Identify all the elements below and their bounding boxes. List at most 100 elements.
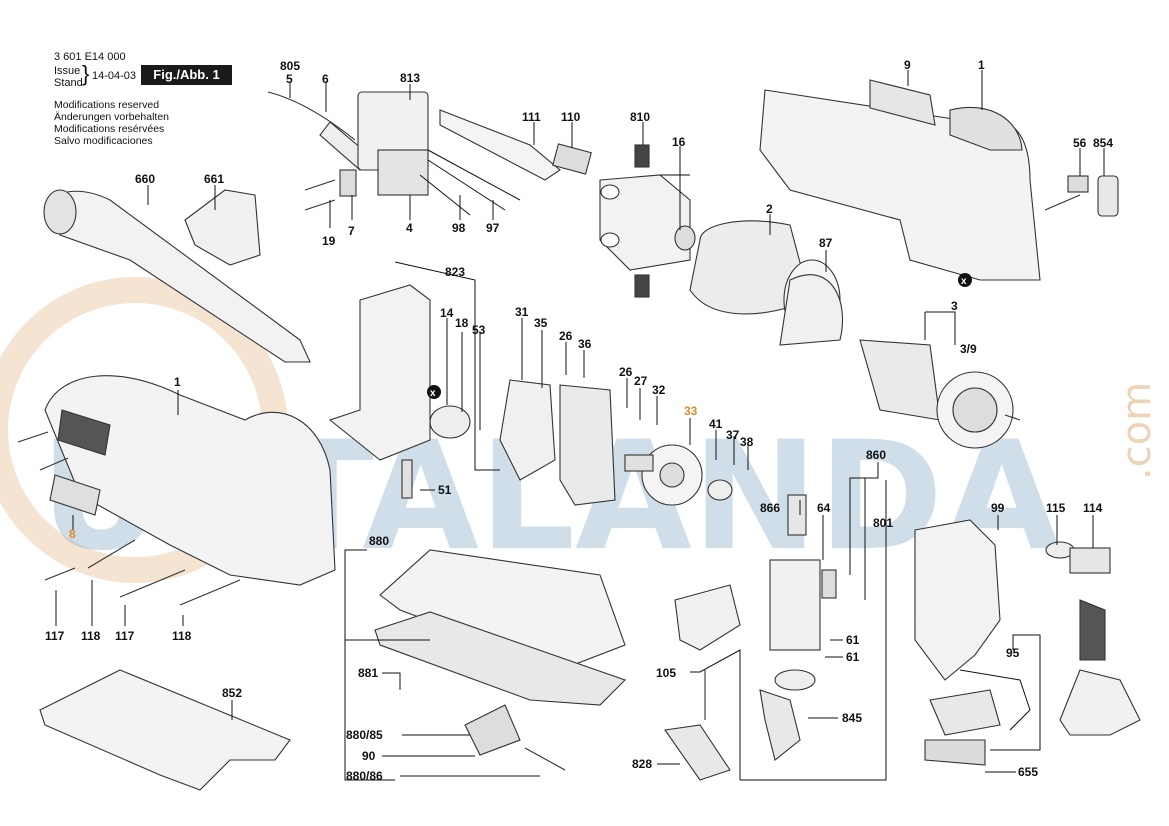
callout-110: 110 bbox=[561, 110, 581, 124]
callout-801: 801 bbox=[873, 516, 893, 530]
part-stator-2 bbox=[689, 220, 844, 346]
callout-32: 32 bbox=[652, 383, 666, 397]
callout-880-85: 880/85 bbox=[346, 728, 383, 742]
callout-854: 854 bbox=[1093, 136, 1113, 150]
callout-810: 810 bbox=[630, 110, 650, 124]
callout-38: 38 bbox=[740, 435, 754, 449]
callout-7: 7 bbox=[348, 224, 355, 238]
callout-655: 655 bbox=[1018, 765, 1038, 779]
callout-41: 41 bbox=[709, 417, 723, 431]
marker-x-2: x bbox=[961, 276, 967, 287]
callout-880-86: 880/86 bbox=[346, 769, 383, 783]
callout-27: 27 bbox=[634, 374, 648, 388]
callout-5: 5 bbox=[286, 72, 293, 86]
callout-1-left: 1 bbox=[174, 375, 181, 389]
callout-18: 18 bbox=[455, 316, 469, 330]
callout-852: 852 bbox=[222, 686, 242, 700]
callout-61a: 61 bbox=[846, 633, 860, 647]
part-660-extraction-tube bbox=[43, 189, 311, 363]
doc-number: 3 601 E14 000 bbox=[54, 51, 126, 63]
callout-labels: 805 5 6 813 9 1 111 110 810 16 56 854 66… bbox=[45, 58, 1113, 783]
callout-3: 3 bbox=[951, 299, 958, 313]
callout-26b: 26 bbox=[619, 365, 633, 379]
modifications-fr: Modifications resérvées bbox=[54, 123, 165, 135]
watermark-side: .com bbox=[1114, 382, 1160, 480]
callout-4: 4 bbox=[406, 221, 413, 235]
callout-9: 9 bbox=[904, 58, 911, 72]
callout-860: 860 bbox=[866, 448, 886, 462]
modifications-en: Modifications reserved bbox=[54, 99, 160, 111]
part-housing-1-left bbox=[44, 375, 336, 586]
modifications-es: Salvo modificaciones bbox=[54, 135, 153, 147]
callout-53: 53 bbox=[472, 323, 486, 337]
part-switch-813 bbox=[357, 91, 521, 216]
figure-label: Fig./Abb. 1 bbox=[141, 65, 232, 85]
callout-105: 105 bbox=[656, 666, 676, 680]
part-828-845 bbox=[664, 584, 741, 781]
callout-114: 114 bbox=[1083, 501, 1103, 515]
callout-56: 56 bbox=[1073, 136, 1087, 150]
assembly-markers: x x bbox=[427, 273, 972, 399]
callout-61b: 61 bbox=[846, 650, 860, 664]
callout-64: 64 bbox=[817, 501, 831, 515]
callout-37: 37 bbox=[726, 428, 740, 442]
leader-lines bbox=[55, 70, 1105, 781]
callout-87: 87 bbox=[819, 236, 833, 250]
callout-35: 35 bbox=[534, 316, 548, 330]
stand-label: Stand bbox=[54, 77, 83, 89]
callout-117b: 117 bbox=[115, 629, 135, 643]
callout-33: 33 bbox=[684, 404, 698, 418]
callout-805: 805 bbox=[280, 59, 300, 73]
callout-118b: 118 bbox=[172, 629, 192, 643]
part-661-cover bbox=[184, 189, 261, 266]
callout-99: 99 bbox=[991, 501, 1005, 515]
callout-118a: 118 bbox=[81, 629, 101, 643]
callout-16: 16 bbox=[672, 135, 686, 149]
callout-117a: 117 bbox=[45, 629, 65, 643]
marker-x-1: x bbox=[430, 388, 436, 399]
part-armature-3 bbox=[859, 339, 1021, 449]
callout-19: 19 bbox=[322, 234, 336, 248]
callout-813: 813 bbox=[400, 71, 420, 85]
callout-828: 828 bbox=[632, 757, 652, 771]
part-801-gearhousing bbox=[914, 519, 1031, 766]
callout-823: 823 bbox=[445, 265, 465, 279]
callout-2: 2 bbox=[766, 202, 773, 216]
callout-90: 90 bbox=[362, 749, 376, 763]
callout-14: 14 bbox=[440, 306, 454, 320]
callout-111: 111 bbox=[522, 110, 541, 124]
part-115-114-electronics bbox=[1045, 541, 1141, 736]
part-bracket-111 bbox=[439, 109, 592, 181]
callout-36: 36 bbox=[578, 337, 592, 351]
part-852-plate bbox=[39, 669, 291, 791]
modifications-de: Änderungen vorbehalten bbox=[54, 111, 170, 123]
part-brush-holder bbox=[599, 144, 696, 298]
callout-661: 661 bbox=[204, 172, 224, 186]
brace-glyph: } bbox=[82, 61, 90, 86]
callout-115: 115 bbox=[1046, 501, 1066, 515]
part-823-housing-half bbox=[328, 284, 471, 499]
callout-1-top: 1 bbox=[978, 58, 985, 72]
part-screws-117-118 bbox=[17, 431, 241, 606]
callout-51: 51 bbox=[438, 483, 452, 497]
issue-date: 14-04-03 bbox=[92, 70, 137, 82]
part-880-base bbox=[374, 549, 627, 771]
callout-31: 31 bbox=[515, 305, 529, 319]
callout-6: 6 bbox=[322, 72, 329, 86]
callout-881: 881 bbox=[358, 666, 378, 680]
callout-97: 97 bbox=[486, 221, 500, 235]
part-housing-1-top bbox=[759, 79, 1041, 281]
issue-label: Issue bbox=[54, 65, 81, 77]
callout-866: 866 bbox=[760, 501, 780, 515]
part-860-plunger bbox=[759, 494, 837, 761]
callout-8: 8 bbox=[69, 527, 76, 541]
callout-845: 845 bbox=[842, 711, 862, 725]
part-56-854 bbox=[1044, 175, 1119, 217]
part-gear-plates bbox=[499, 379, 733, 506]
callout-98: 98 bbox=[452, 221, 466, 235]
callout-3-9: 3/9 bbox=[960, 342, 977, 356]
modifications-notice: Modifications reserved Änderungen vorbeh… bbox=[54, 99, 169, 147]
callout-95: 95 bbox=[1006, 646, 1020, 660]
callout-880: 880 bbox=[369, 534, 389, 548]
